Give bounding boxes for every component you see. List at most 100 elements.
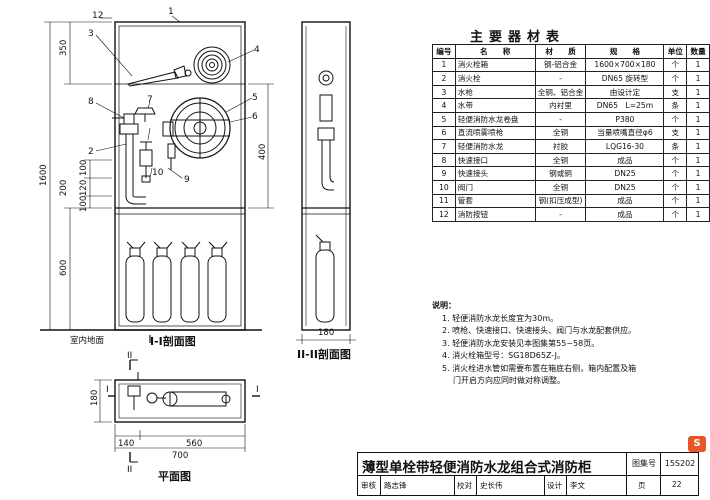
hose-coil bbox=[193, 46, 231, 84]
table-cell: 5 bbox=[432, 111, 456, 127]
dim-600: 600 bbox=[59, 260, 69, 276]
title-block: 薄型单栓带轻便消防水龙组合式消防柜 图集号 15S202 审核 路志锋 校对 史… bbox=[357, 452, 699, 496]
header-cell: 名 称 bbox=[454, 44, 536, 59]
table-cell: 1 bbox=[686, 111, 710, 127]
header-cell: 数量 bbox=[686, 44, 710, 59]
nozzle bbox=[127, 65, 192, 87]
table-cell: - bbox=[534, 207, 587, 222]
table-cell: 支 bbox=[663, 125, 688, 141]
table-cell: 个 bbox=[663, 111, 688, 127]
callout-numbers: 1 2 3 4 5 6 7 8 9 10 12 bbox=[88, 7, 260, 185]
table-cell: 1 bbox=[686, 207, 710, 222]
table-cell: DN65 旋转型 bbox=[585, 71, 665, 86]
table-cell: 1 bbox=[686, 193, 710, 209]
table-cell: 个 bbox=[663, 152, 688, 168]
plan-view bbox=[94, 359, 260, 463]
reviewer-name: 路志锋 bbox=[384, 481, 407, 490]
callout-4: 4 bbox=[254, 45, 260, 55]
table-cell: 水枪 bbox=[454, 84, 536, 100]
table-cell: 7 bbox=[432, 139, 456, 154]
table-cell: 1 bbox=[432, 57, 456, 73]
table-cell: 消火栓 bbox=[454, 71, 536, 86]
table-cell: 条 bbox=[663, 139, 688, 154]
table-cell: 直流喷雾喷枪 bbox=[454, 125, 536, 141]
table-cell: 快速接口 bbox=[454, 152, 536, 168]
table-cell: 11 bbox=[432, 193, 456, 209]
table-cell: 1 bbox=[686, 139, 710, 154]
table-cell: - bbox=[534, 111, 587, 127]
table-cell: 水带 bbox=[454, 98, 536, 113]
callout-7: 7 bbox=[147, 95, 153, 105]
plan-dim-140: 140 bbox=[118, 439, 134, 449]
plan-dim-560: 560 bbox=[186, 439, 202, 449]
plan-mark-left: I bbox=[106, 385, 109, 395]
floor-label: 室内地面 bbox=[70, 335, 105, 346]
note-5: 5. 消火栓进水管如需要布置在箱底右侧，箱内配置及箱 bbox=[442, 363, 637, 373]
plan-mark-right: I bbox=[256, 385, 259, 395]
table-cell: DN65 L=25m bbox=[585, 98, 665, 113]
table-cell: 轻便消防水龙 bbox=[454, 139, 536, 154]
section-I-cabinet bbox=[40, 21, 262, 331]
plan-mark-bottom: II bbox=[127, 465, 132, 475]
note-3: 3. 轻便消防水龙安装见本图集第55~58页。 bbox=[442, 338, 600, 348]
table-cell: 1 bbox=[686, 57, 710, 73]
drawing-title: 薄型单栓带轻便消防水龙组合式消防柜 bbox=[362, 460, 592, 476]
section-II-title: II-II剖面图 bbox=[297, 347, 351, 361]
table-cell: 由设计定 bbox=[585, 84, 665, 100]
table-cell: 阀门 bbox=[454, 179, 536, 195]
callout-9: 9 bbox=[184, 175, 190, 185]
table-cell: 3 bbox=[432, 84, 456, 100]
table-cell: 个 bbox=[663, 57, 688, 73]
table-cell: 钢或铜 bbox=[534, 166, 587, 181]
table-cell: 1 bbox=[686, 71, 710, 86]
table-cell: 个 bbox=[663, 71, 688, 86]
header-cell: 规 格 bbox=[585, 44, 665, 59]
table-cell: 6 bbox=[432, 125, 456, 141]
callout-5: 5 bbox=[252, 93, 258, 103]
note-2: 2. 喷枪、快速接口、快速接头、阀门与水龙配套供应。 bbox=[442, 326, 637, 335]
dim-200: 200 bbox=[59, 180, 69, 196]
table-cell: 个 bbox=[663, 207, 688, 222]
dimension-text: 350 1600 400 100 120 200 100 600 室内地面 I-… bbox=[39, 40, 351, 483]
table-cell: 快速接头 bbox=[454, 166, 536, 181]
review-label: 审核 bbox=[361, 481, 376, 490]
callout-6: 6 bbox=[252, 112, 258, 122]
table-cell: DN25 bbox=[585, 179, 665, 195]
table-cell: 消火栓箱 bbox=[454, 57, 536, 73]
table-cell: 管套 bbox=[454, 193, 536, 209]
table-cell: 成品 bbox=[585, 207, 665, 222]
table-cell: - bbox=[534, 71, 587, 86]
dimension-lines bbox=[44, 21, 274, 331]
table-cell: 支 bbox=[663, 84, 688, 100]
callout-12: 12 bbox=[92, 11, 103, 21]
material-table-header: 编号 名 称 材 质 规 格 单位 数量 bbox=[432, 44, 710, 59]
table-cell: 1 bbox=[686, 84, 710, 100]
dim-350: 350 bbox=[59, 40, 69, 56]
note-5-continuation: 门开启方向应同时做对称调整。 bbox=[453, 376, 565, 385]
atlas-number: 15S202 bbox=[660, 453, 699, 475]
table-cell: 1 bbox=[686, 179, 710, 195]
plan-mark-top: II bbox=[127, 351, 132, 361]
table-cell: LQG16-30 bbox=[585, 139, 665, 154]
table-cell: 8 bbox=[432, 152, 456, 168]
hose-reel bbox=[162, 97, 231, 170]
s-badge-icon: S bbox=[688, 436, 706, 452]
table-cell: 1 bbox=[686, 166, 710, 181]
table-cell: 内衬里 bbox=[534, 98, 587, 113]
table-cell: 10 bbox=[432, 179, 456, 195]
table-cell: 衬胶 bbox=[534, 139, 587, 154]
page-label: 页 bbox=[638, 481, 646, 490]
table-cell: 成品 bbox=[585, 152, 665, 168]
plan-dim-180: 180 bbox=[90, 390, 100, 406]
table-cell: 当量喷嘴直径φ6 bbox=[585, 125, 665, 141]
table-cell: 钢(扣压成型) bbox=[534, 193, 587, 209]
extinguishers bbox=[125, 241, 228, 323]
header-cell: 材 质 bbox=[534, 44, 587, 59]
